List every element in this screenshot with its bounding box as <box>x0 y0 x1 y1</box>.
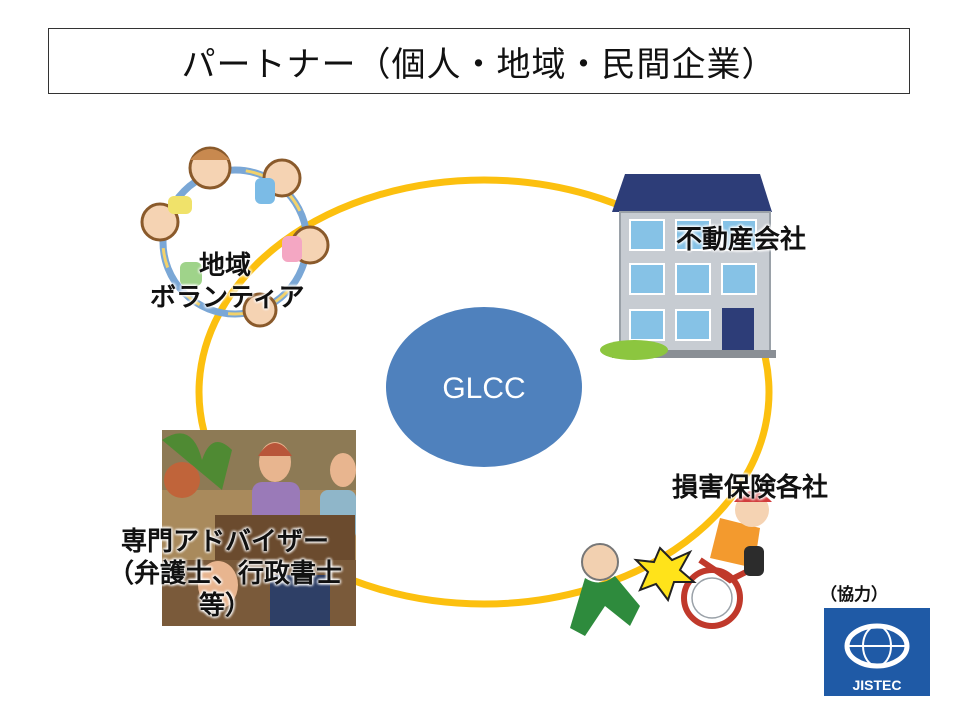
volunteer-line2: ボランティア <box>150 283 305 313</box>
volunteer-label: 地域 ボランティア <box>150 250 305 314</box>
jistec-logo: JISTEC <box>824 608 930 696</box>
holding-hands-people-icon <box>140 146 330 328</box>
page-title: パートナー（個人・地域・民間企業） <box>48 28 910 94</box>
partner-ring <box>195 176 773 608</box>
volunteer-line1: 地域 <box>198 251 251 281</box>
advisor-line2: （弁護士、行政書士 <box>107 559 342 589</box>
meeting-people-icon <box>162 430 356 626</box>
svg-text:JISTEC: JISTEC <box>852 677 901 693</box>
bicycle-accident-icon <box>570 491 772 636</box>
advisor-line3: 等） <box>198 591 251 621</box>
insurance-label: 損害保険各社 <box>672 473 829 503</box>
advisor-label: 専門アドバイザー （弁護士、行政書士 等） <box>94 526 356 622</box>
cooperation-label: （協力） <box>820 585 888 605</box>
center-node <box>386 307 582 467</box>
apartment-building-icon <box>600 174 776 360</box>
center-label: GLCC <box>442 372 525 405</box>
real-estate-label: 不動産会社 <box>676 225 807 255</box>
advisor-line1: 専門アドバイザー <box>120 527 329 557</box>
